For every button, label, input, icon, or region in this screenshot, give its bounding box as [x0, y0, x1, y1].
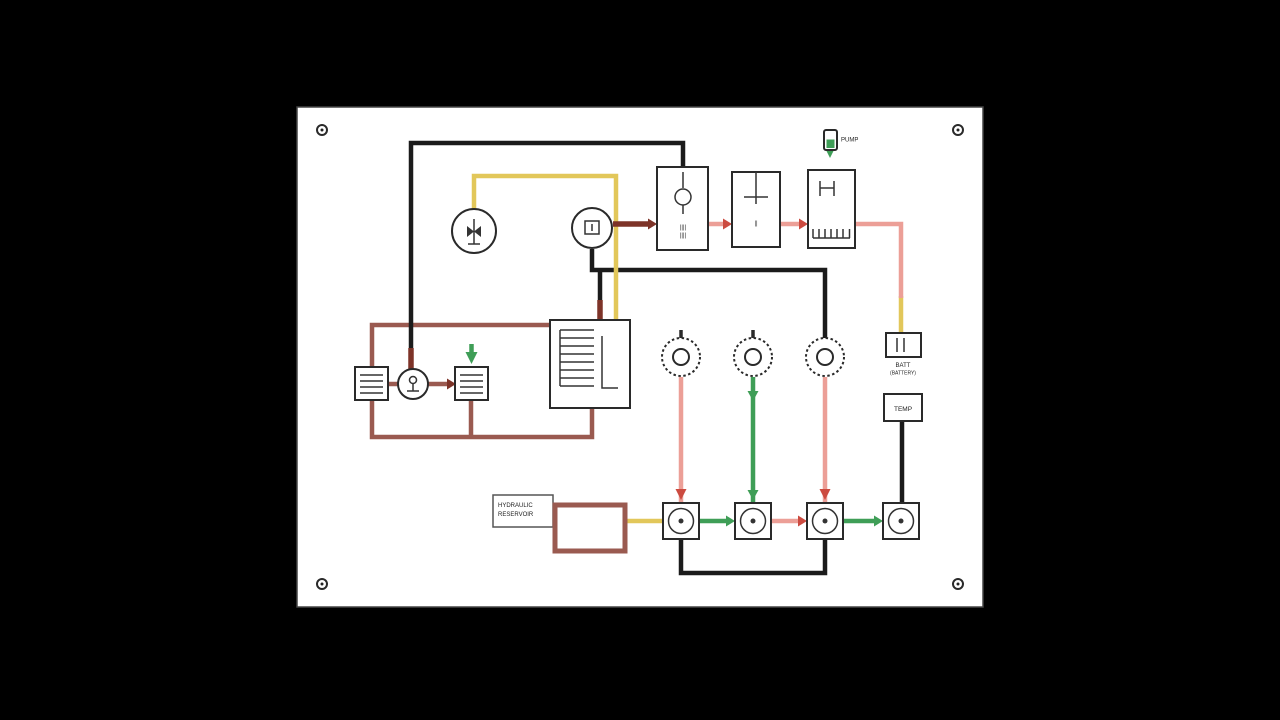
wires-dark-red: [408, 221, 648, 370]
schematic-panel: [296, 106, 984, 608]
pressure-gauge: [451, 208, 497, 254]
corner-screw: [316, 578, 328, 590]
motor-3: [805, 337, 845, 377]
battery-label: BATT: [896, 363, 911, 369]
wire-yellow-main: [471, 173, 619, 320]
arrow-right-icon: [648, 218, 657, 230]
temp-label: TEMP: [894, 406, 912, 413]
flow-arrows: [447, 150, 883, 527]
fan-hub-icon: [750, 518, 756, 524]
fan-hub-icon: [822, 518, 828, 524]
dial-window: [584, 220, 600, 235]
arrow-down-icon: [675, 489, 687, 500]
reservoir-line2: RESERVOIR: [498, 512, 534, 518]
motor-1: [661, 330, 701, 377]
pump-base-icon: [407, 384, 419, 392]
arrow-down-icon: [826, 150, 834, 158]
wire-black-bottom-u: [678, 539, 828, 576]
filter-block: [549, 319, 631, 409]
arrow-right-icon: [799, 218, 808, 230]
cooler-unit: [807, 169, 856, 249]
valve-marks: ||||: [680, 225, 687, 231]
battery-box: BATT (BATTERY): [885, 332, 922, 377]
pump-label: PUMP: [841, 138, 858, 144]
pump-fluid-level: [826, 139, 835, 148]
valve-actuator-icon: [674, 188, 692, 206]
fan-unit-3: [806, 502, 844, 540]
wire-maroon-bottom-loop: [369, 400, 595, 440]
arrow-right-icon: [447, 378, 456, 390]
fan-unit-2: [734, 502, 772, 540]
cooler-h-icon: [819, 181, 835, 196]
corner-screws: [316, 124, 964, 590]
reservoir-line1: HYDRAULIC: [498, 503, 533, 509]
wires-maroon: [369, 322, 595, 440]
wires-yellow: [471, 173, 904, 524]
corner-screw: [316, 124, 328, 136]
heat-exchanger-right: [454, 366, 489, 401]
wires-black: [408, 140, 905, 576]
valve-tee-icon: [744, 172, 768, 204]
wire-black-top: [408, 140, 686, 348]
arrow-down-icon: [747, 391, 759, 401]
cooler-fins-icon: [812, 229, 851, 239]
corner-screw: [952, 124, 964, 136]
wire-maroon-top-loop: [369, 322, 550, 367]
arrow-down-icon: [747, 490, 759, 500]
corner-screw: [952, 578, 964, 590]
reservoir-tank: [552, 502, 628, 554]
pump-rotor-icon: [408, 375, 418, 385]
fan-unit-1: [662, 502, 700, 540]
exchanger-plates-icon: [460, 374, 483, 394]
heat-exchanger-left: [354, 366, 389, 401]
arrow-right-icon: [723, 218, 732, 230]
exchanger-plates-icon: [360, 374, 383, 394]
temp-box: TEMP: [883, 393, 923, 422]
dial-gauge: [571, 207, 613, 249]
arrow-down-icon: [819, 489, 831, 500]
filter-outlet-icon: [601, 336, 618, 389]
arrow-down-icon: [465, 352, 478, 364]
valve-bowtie-icon: [467, 226, 474, 237]
filter-grid-icon: [559, 329, 594, 387]
valve-marks: ||: [754, 221, 758, 227]
wire-black-mid: [589, 249, 828, 338]
valve-bowtie-icon: [474, 226, 481, 237]
fan-unit-4: [882, 502, 920, 540]
circulation-pump: [397, 368, 429, 400]
control-valve-unit: ||: [731, 171, 781, 248]
motor-2: [733, 330, 773, 377]
arrow-right-icon: [798, 515, 807, 527]
valve-marks: ||||: [680, 233, 687, 239]
reservoir-label: HYDRAULIC RESERVOIR: [492, 494, 554, 528]
pump-icon: PUMP: [823, 129, 858, 151]
fan-hub-icon: [678, 518, 684, 524]
wires-pink: [678, 221, 904, 524]
wire-pink-right: [856, 221, 904, 298]
relief-valve-unit: |||| ||||: [656, 166, 709, 251]
battery-cells-icon: [896, 338, 905, 352]
fan-hub-icon: [898, 518, 904, 524]
battery-sublabel: (BATTERY): [890, 371, 916, 377]
arrow-right-icon: [874, 515, 883, 527]
arrow-right-icon: [726, 515, 735, 527]
